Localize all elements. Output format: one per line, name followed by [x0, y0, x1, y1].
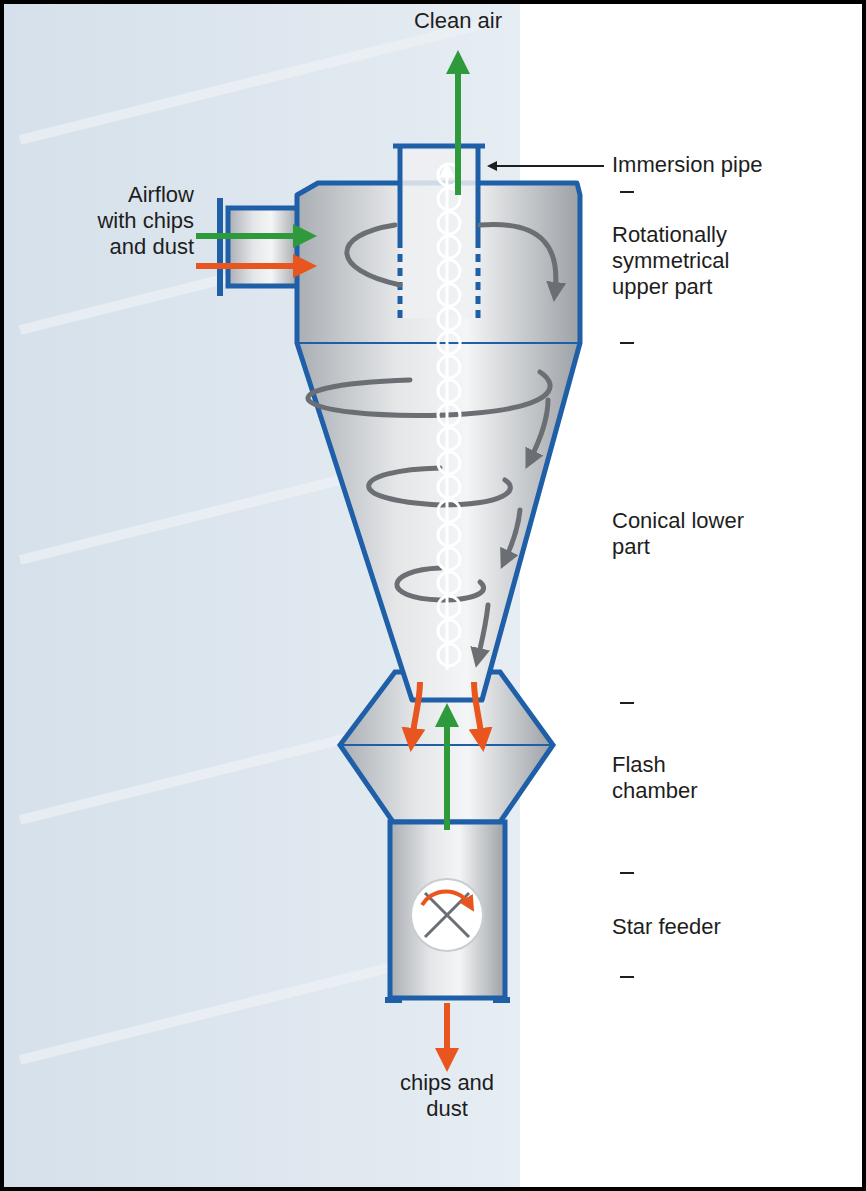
flow-label: Airflow with chips and dust — [88, 182, 194, 260]
vortex-loop — [438, 236, 460, 258]
vortex-loop — [438, 260, 460, 282]
part-label: Rotationally symmetrical upper part — [612, 222, 772, 300]
vortex-loop — [438, 548, 460, 570]
vortex-loop — [438, 620, 460, 642]
part-label: Conical lower part — [612, 508, 747, 560]
flow-label: chips and dust — [391, 1070, 503, 1122]
vortex-loop — [438, 356, 460, 378]
vortex-loop — [438, 332, 460, 354]
vortex-loop — [438, 404, 460, 426]
vortex-loop — [438, 428, 460, 450]
vortex-loop — [438, 644, 460, 666]
part-label: Flash chamber — [612, 752, 722, 804]
part-label: Star feeder — [612, 914, 721, 940]
vortex-loop — [438, 500, 460, 522]
vortex-loop — [438, 524, 460, 546]
vortex-loop — [438, 572, 460, 594]
vortex-loop — [438, 476, 460, 498]
flow-label: Clean air — [414, 8, 502, 34]
vortex-loop — [438, 212, 460, 234]
part-label: Immersion pipe — [612, 152, 762, 178]
vortex-loop — [438, 452, 460, 474]
vortex-loop — [438, 596, 460, 618]
vortex-loop — [438, 308, 460, 330]
vortex-loop — [438, 284, 460, 306]
vortex-loop — [438, 380, 460, 402]
